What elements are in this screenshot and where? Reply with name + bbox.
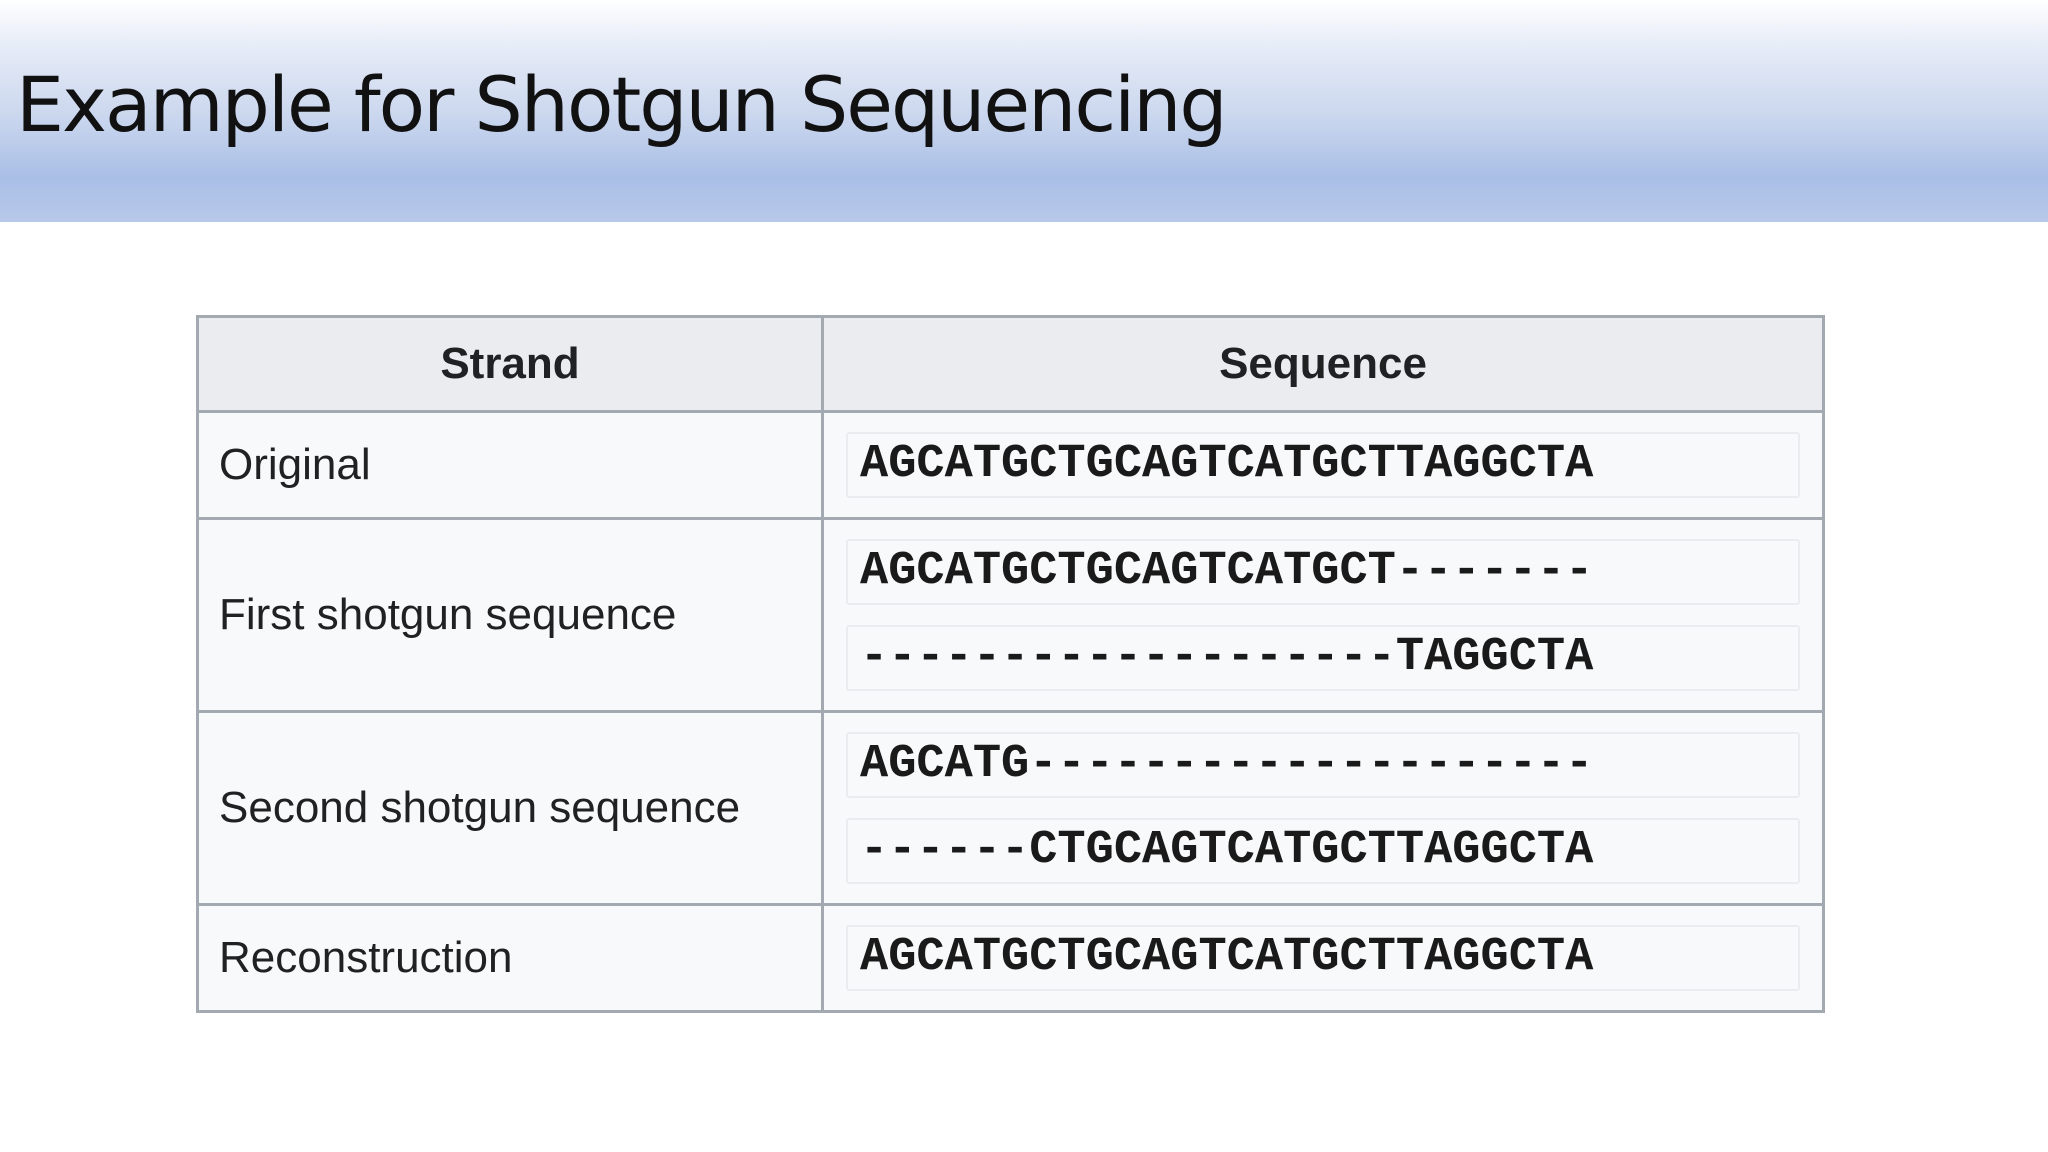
strand-cell: Second shotgun sequence (196, 710, 824, 906)
strand-cell: Reconstruction (196, 903, 824, 1013)
table-row-second-shotgun: Second shotgun sequence AGCATG----------… (196, 710, 1825, 906)
sequence-code: -------------------TAGGCTA (846, 625, 1800, 691)
strand-cell: Original (196, 410, 824, 520)
table-row-original: Original AGCATGCTGCAGTCATGCTTAGGCTA (196, 410, 1825, 520)
sequence-cell: AGCATGCTGCAGTCATGCT------- -------------… (821, 517, 1825, 713)
sequence-code: AGCATGCTGCAGTCATGCT------- (846, 539, 1800, 605)
sequence-code: AGCATG-------------------- (846, 732, 1800, 798)
sequence-cell: AGCATG-------------------- ------CTGCAGT… (821, 710, 1825, 906)
title-bar: Example for Shotgun Sequencing (0, 0, 2048, 222)
table-row-first-shotgun: First shotgun sequence AGCATGCTGCAGTCATG… (196, 517, 1825, 713)
table-row-reconstruction: Reconstruction AGCATGCTGCAGTCATGCTTAGGCT… (196, 903, 1825, 1013)
strand-cell: First shotgun sequence (196, 517, 824, 713)
sequence-cell: AGCATGCTGCAGTCATGCTTAGGCTA (821, 410, 1825, 520)
table-header-row: Strand Sequence (196, 315, 1825, 413)
column-header-strand: Strand (196, 315, 824, 413)
sequence-code: AGCATGCTGCAGTCATGCTTAGGCTA (846, 925, 1800, 991)
sequence-code: AGCATGCTGCAGTCATGCTTAGGCTA (846, 432, 1800, 498)
sequence-code: ------CTGCAGTCATGCTTAGGCTA (846, 818, 1800, 884)
sequence-table: Strand Sequence Original AGCATGCTGCAGTCA… (196, 315, 1825, 1013)
slide-title: Example for Shotgun Sequencing (16, 60, 1228, 149)
sequence-cell: AGCATGCTGCAGTCATGCTTAGGCTA (821, 903, 1825, 1013)
column-header-sequence: Sequence (821, 315, 1825, 413)
